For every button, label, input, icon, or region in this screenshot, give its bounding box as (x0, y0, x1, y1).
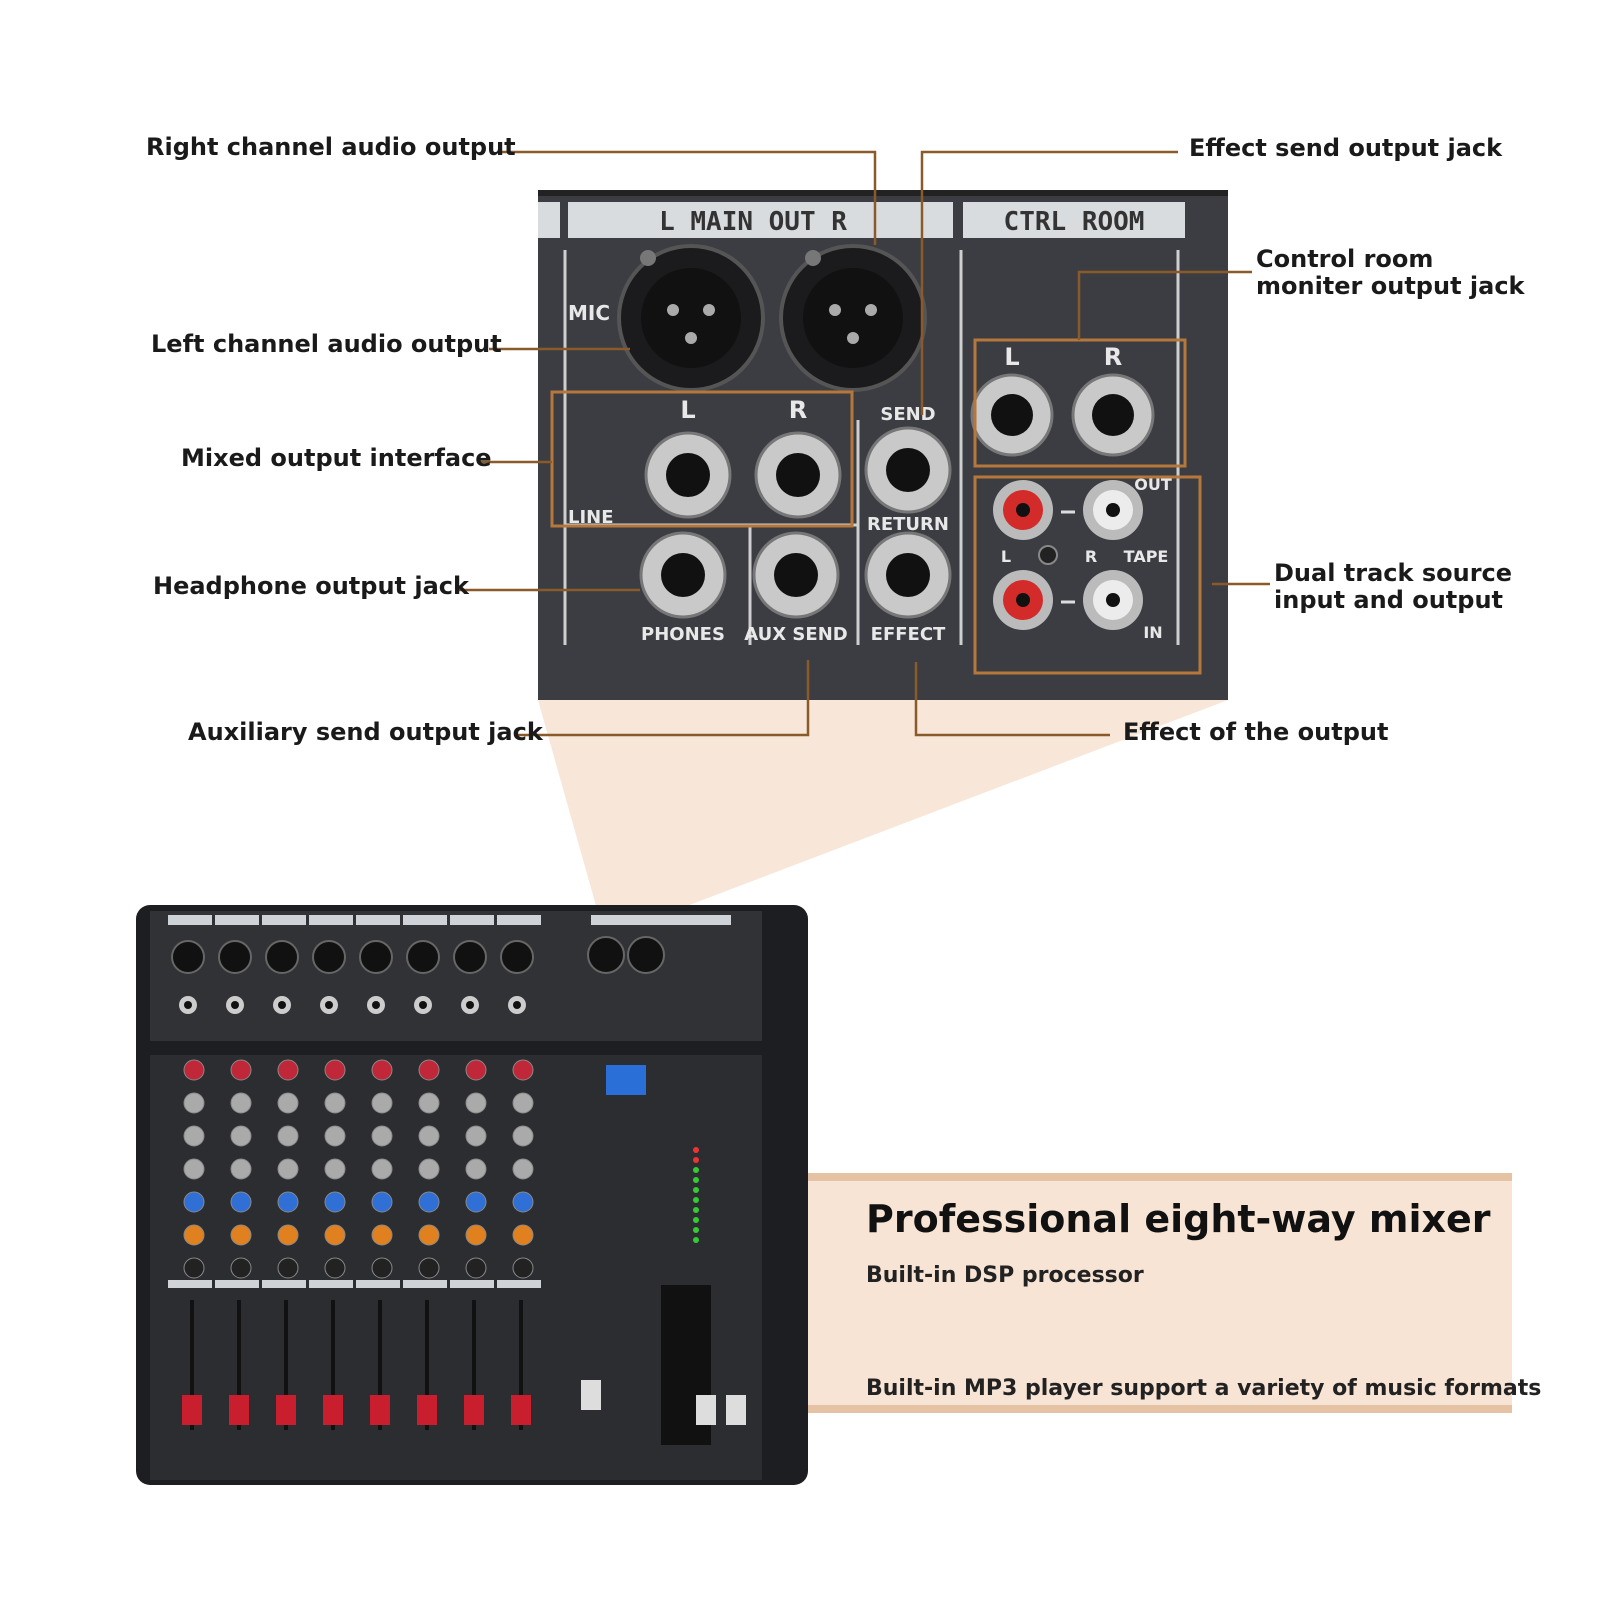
rca-in-l-icon (993, 570, 1053, 630)
return-label: RETURN (867, 514, 949, 535)
jack-line-r-icon (754, 431, 842, 519)
banner-rule-bottom (800, 1405, 1512, 1413)
ctrl-l-label: L (1004, 343, 1019, 371)
mixed-l-label: L (680, 396, 695, 424)
tape-label: TAPE (1124, 547, 1169, 566)
jack-phones-icon (639, 531, 727, 619)
callout-effect-send: Effect send output jack (1189, 134, 1503, 162)
jack-effect-icon (864, 531, 952, 619)
rca-out-l-icon (993, 480, 1053, 540)
out-label: OUT (1134, 475, 1172, 494)
mixer-product-image (136, 905, 808, 1485)
callout-aux-send: Auxiliary send output jack (188, 718, 543, 746)
callout-control-room: Control room moniter output jack (1256, 245, 1525, 300)
mic-label: MIC (568, 301, 610, 325)
line-label: LINE (568, 507, 614, 528)
jack-send-icon (864, 426, 952, 514)
banner-band (800, 1173, 1512, 1413)
banner-rule-top (800, 1173, 1512, 1181)
mixed-r-label: R (789, 396, 807, 424)
callout-effect-output: Effect of the output (1123, 718, 1389, 746)
mixed-output-box (550, 390, 854, 528)
callout-mixed-output: Mixed output interface (181, 444, 492, 472)
rca-r-label: R (1085, 547, 1097, 566)
xlr-right-icon (779, 244, 927, 392)
main-out-header: L MAIN OUT R (659, 207, 847, 237)
ctrl-r-label: R (1104, 343, 1122, 371)
jack-ctrl-l-icon (970, 373, 1054, 457)
zoom-detail-panel: L MAIN OUT R CTRL ROOM MIC LINE L R SEND… (538, 190, 1228, 700)
aux-send-label: AUX SEND (744, 624, 847, 645)
banner-subtitle-dsp: Built-in DSP processor (866, 1263, 1144, 1288)
jack-ctrl-r-icon (1071, 373, 1155, 457)
rca-out-r-icon (1083, 480, 1143, 540)
effect-label: EFFECT (871, 624, 946, 645)
xlr-left-icon (617, 244, 765, 392)
callout-headphone: Headphone output jack (153, 572, 469, 600)
ctrl-room-header: CTRL ROOM (1004, 207, 1145, 237)
jack-line-l-icon (644, 431, 732, 519)
rca-l-label: L (1001, 547, 1011, 566)
callout-right-channel: Right channel audio output (146, 133, 516, 161)
banner-title: Professional eight-way mixer (866, 1197, 1491, 1241)
callout-left-channel: Left channel audio output (151, 330, 502, 358)
dual-track-box (973, 475, 1202, 675)
callout-dual-track: Dual track source input and output (1274, 559, 1513, 614)
jack-aux-send-icon (752, 531, 840, 619)
rca-in-r-icon (1083, 570, 1143, 630)
in-label: IN (1143, 623, 1162, 642)
feature-banner: Professional eight-way mixer Built-in DS… (800, 1173, 1541, 1413)
phones-label: PHONES (641, 624, 725, 645)
banner-subtitle-mp3: Built-in MP3 player support a variety of… (866, 1376, 1542, 1401)
